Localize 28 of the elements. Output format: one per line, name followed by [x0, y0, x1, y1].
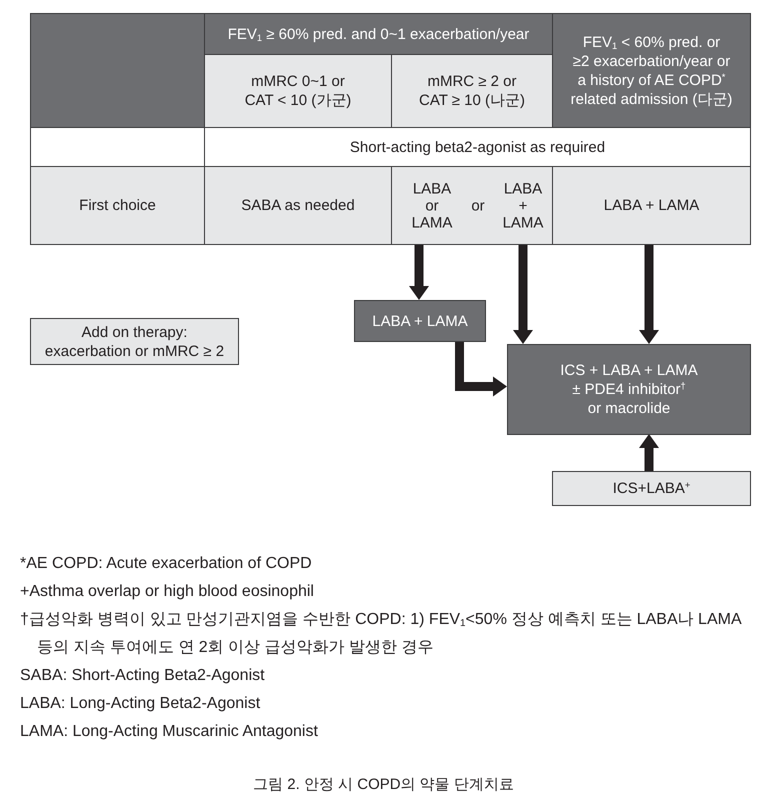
table-cell: LABA + LAMA — [552, 166, 751, 245]
treatment-box: LABA + LAMA — [354, 300, 486, 342]
drug-option-label: LABA + LAMA — [502, 180, 544, 231]
footnote: +Asthma overlap or high blood eosinophil — [20, 582, 315, 602]
arrow — [409, 244, 429, 300]
arrow — [455, 341, 507, 396]
footnote: LAMA: Long-Acting Muscarinic Antagonist — [20, 722, 319, 742]
header-cell: mMRC 0~1 or CAT < 10 (가군) — [204, 54, 392, 128]
header-cell: FEV$_{1}$ ≥ 60% pred. and 0~1 exacerbation/year — [204, 13, 553, 55]
arrow — [639, 244, 659, 344]
arrow — [513, 244, 533, 344]
footnote: LABA: Long-Acting Beta2-Agonist — [20, 694, 262, 714]
conjunction-label: or — [470, 197, 486, 214]
treatment-box: ICS+LABA$^{+}$ — [552, 471, 751, 506]
table-cell — [391, 166, 553, 245]
table-cell: SABA as needed — [204, 166, 392, 245]
header-cell: FEV$_{1}$ < 60% pred. or ≥2 exacerbation/year or a history of AE COPD$^{*}$ related admission (다군) — [552, 13, 751, 128]
footnote: †급성악화 병력이 있고 만성기관지염을 수반한 COPD: 1) FEV$_{1}$<50% 정상 예측치 또는 LABA나 LAMA 등의 지속 투여에도 연 2회 이상 급성악화가 발생한 경우 — [20, 610, 742, 658]
arrow — [639, 434, 659, 471]
treatment-box: ICS + LABA + LAMA ± PDE4 inhibitor$^{†}$ or macrolide — [507, 344, 751, 435]
table-cell: First choice — [30, 166, 205, 245]
footnote: SABA: Short-Acting Beta2-Agonist — [20, 666, 266, 686]
drug-option-label: LABA or LAMA — [410, 180, 454, 231]
figure-caption: 그림 2. 안정 시 COPD의 약물 단계치료 — [252, 775, 515, 795]
footnote: *AE COPD: Acute exacerbation of COPD — [20, 554, 313, 574]
table-cell — [30, 13, 205, 128]
header-cell: mMRC ≥ 2 or CAT ≥ 10 (나군) — [391, 54, 553, 128]
note-box: Add on therapy: exacerbation or mMRC ≥ 2 — [30, 318, 239, 365]
